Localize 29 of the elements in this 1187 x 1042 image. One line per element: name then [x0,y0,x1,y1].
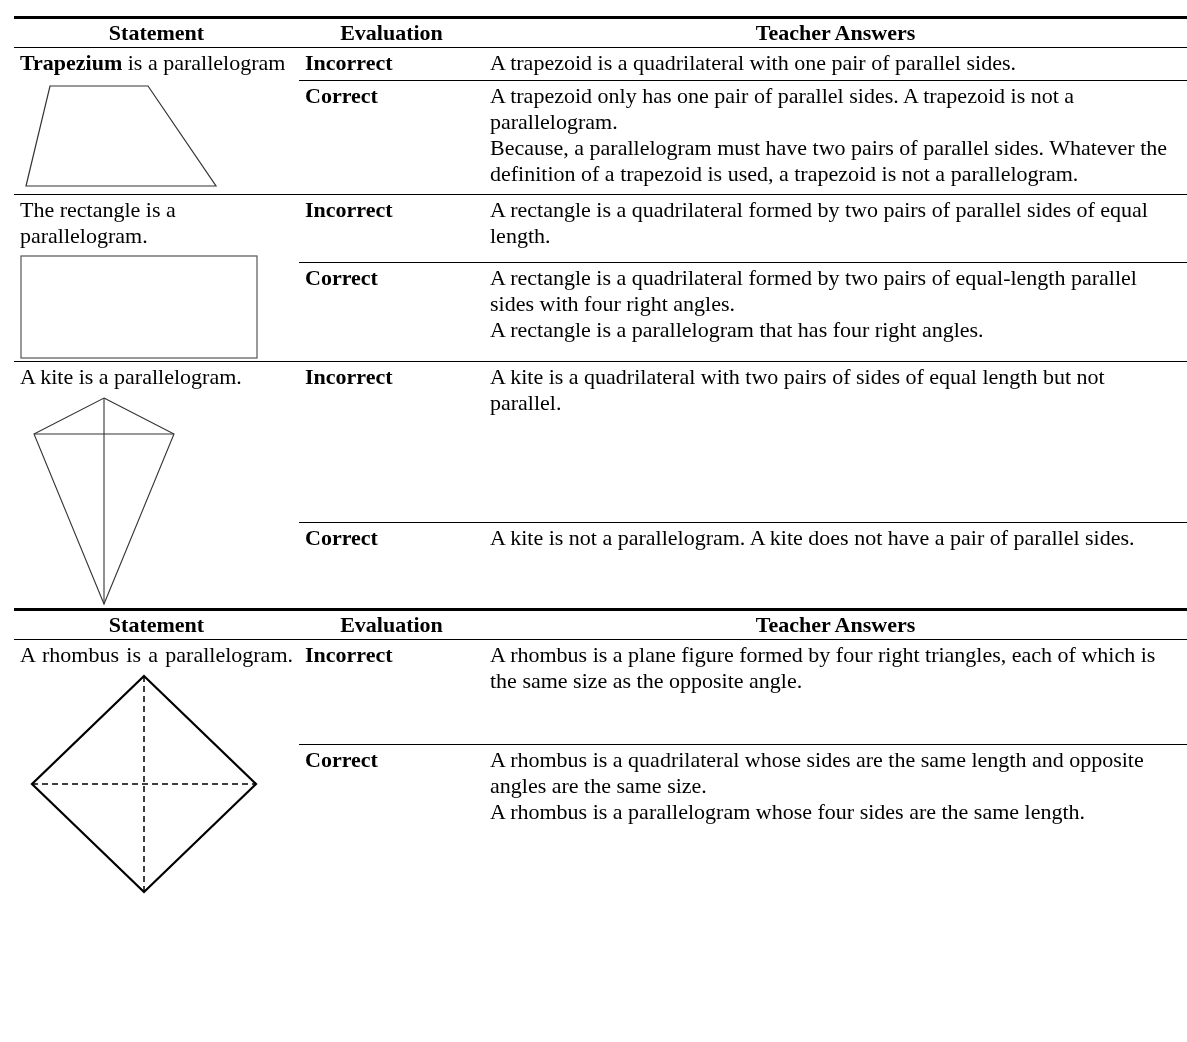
column-header: Statement [14,609,299,640]
evaluation-text: Incorrect [299,47,484,81]
statement-text: The rectangle is a parallelogram. [20,197,177,249]
answer-text: Because, a parallelogram must have two pairs of parallel sides. Whatever the definition of a trapezoid is used, a trapezoid is not a parallelogram. [490,134,1169,187]
answer-text: A trapezoid only has one pair of parallel sides. A trapezoid is not a parallelogram. [490,82,1076,135]
answer-text: A trapezoid is a quadrilateral with one pair of parallel sides. [484,47,1187,81]
column-header: Statement [14,17,299,48]
evaluation-text: Correct [299,262,484,362]
answer-text: A rectangle is a quadrilateral formed by two pairs of equal-length parallel sides with four right angles. [490,265,1138,317]
answer-text: A rectangle is a parallelogram that has four right angles. [490,317,985,343]
evaluation-text: Correct [299,744,484,896]
evaluation-text: Incorrect [299,639,484,745]
answer-text: A kite is a quadrilateral with two pairs of sides of equal length but not parallel. [484,361,1187,523]
answer-text: A kite is not a parallelogram. A kite does not have a pair of parallel sides. [490,524,1136,551]
statement-text: Trapezium is a parallelogram [20,50,287,76]
column-header: Teacher Answers [484,609,1187,640]
statement-text: A rhombus is a parallelogram. [20,642,293,668]
evaluation-text: Correct [299,80,484,195]
answer-text: A rhombus is a parallelogram whose four sides are the same length. [490,798,1087,825]
evaluation-text: Incorrect [299,361,484,523]
answer-text: A rectangle is a quadrilateral formed by two pairs of parallel sides of equal length. [484,194,1187,263]
evaluation-text: Incorrect [299,194,484,263]
answer-text: A rhombus is a plane figure formed by four right triangles, each of which is the same size as the opposite angle. [484,639,1187,745]
statement-text: A kite is a parallelogram. [20,364,243,390]
column-header: Teacher Answers [484,17,1187,48]
column-header: Evaluation [299,609,484,640]
answer-text: A rhombus is a quadrilateral whose sides are the same length and opposite angles are the same size. [490,746,1145,799]
evaluation-text: Correct [299,522,484,608]
column-header: Evaluation [299,17,484,48]
